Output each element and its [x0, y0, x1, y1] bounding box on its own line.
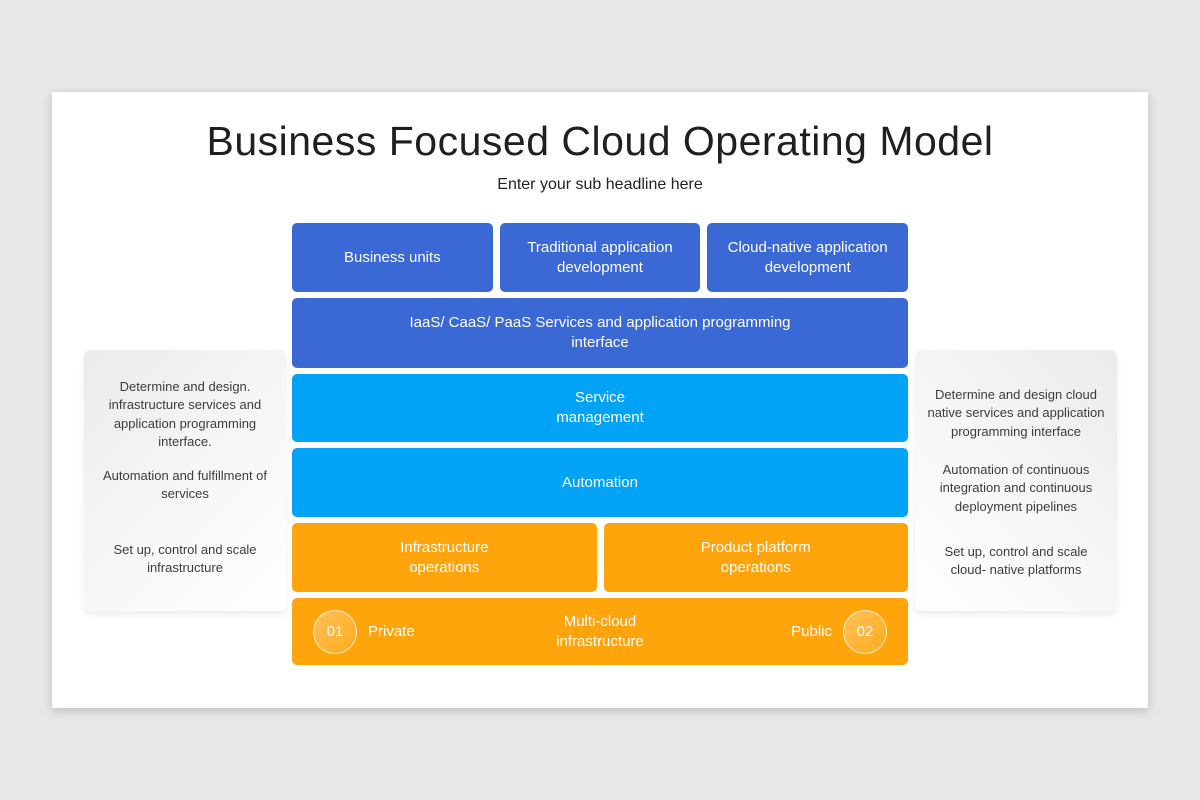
box-cloud-native-app-development: Cloud-native application development: [707, 223, 909, 292]
row-business-layer: Business units Traditional application d…: [292, 223, 909, 292]
right-note-design: Determine and design cloud native servic…: [927, 387, 1105, 439]
slide-subtitle: Enter your sub headline here: [497, 176, 703, 193]
left-note-setup: Set up, control and scale infrastructure: [113, 542, 257, 576]
label-public: Public: [791, 622, 832, 640]
label-multi-cloud-infrastructure: Multi-cloud infrastructure: [556, 612, 644, 650]
right-notes-panel: Determine and design cloud native servic…: [915, 350, 1117, 611]
box-infrastructure-operations: Infrastructure operations: [292, 523, 597, 592]
slide-card: Business Focused Cloud Operating Model E…: [52, 92, 1148, 708]
left-note-automation: Automation and fulfillment of services: [102, 468, 268, 502]
box-automation: Automation: [292, 448, 908, 517]
diagram-stack: Business units Traditional application d…: [292, 223, 909, 665]
public-cloud-group: Public 02: [791, 598, 887, 665]
bar-multi-cloud-infrastructure: 01 Private Multi-cloud infrastructure Pu…: [292, 598, 908, 665]
right-note-automation: Automation of continuous integration and…: [939, 462, 1093, 514]
row-services-layer: IaaS/ CaaS/ PaaS Services and applicatio…: [292, 298, 908, 368]
box-product-platform-operations: Product platform operations: [603, 523, 908, 592]
box-traditional-app-development: Traditional application development: [499, 223, 701, 292]
row-automation: Automation: [292, 448, 908, 517]
left-notes-panel: Determine and design. infrastructure ser…: [84, 350, 286, 611]
box-business-units: Business units: [292, 223, 493, 292]
slide-title: Business Focused Cloud Operating Model: [206, 118, 994, 164]
private-cloud-group: 01 Private: [313, 598, 415, 665]
label-private: Private: [368, 622, 415, 640]
badge-01: 01: [313, 609, 357, 654]
left-note-design: Determine and design. infrastructure ser…: [108, 379, 262, 450]
right-note-setup: Set up, control and scale cloud- native …: [944, 544, 1088, 578]
box-iaas-caas-paas-services: IaaS/ CaaS/ PaaS Services and applicatio…: [292, 298, 908, 368]
row-service-management: Service management: [292, 374, 908, 442]
box-service-management: Service management: [292, 374, 908, 442]
badge-02: 02: [843, 609, 887, 654]
row-operations-layer: Infrastructure operations Product platfo…: [292, 523, 908, 592]
